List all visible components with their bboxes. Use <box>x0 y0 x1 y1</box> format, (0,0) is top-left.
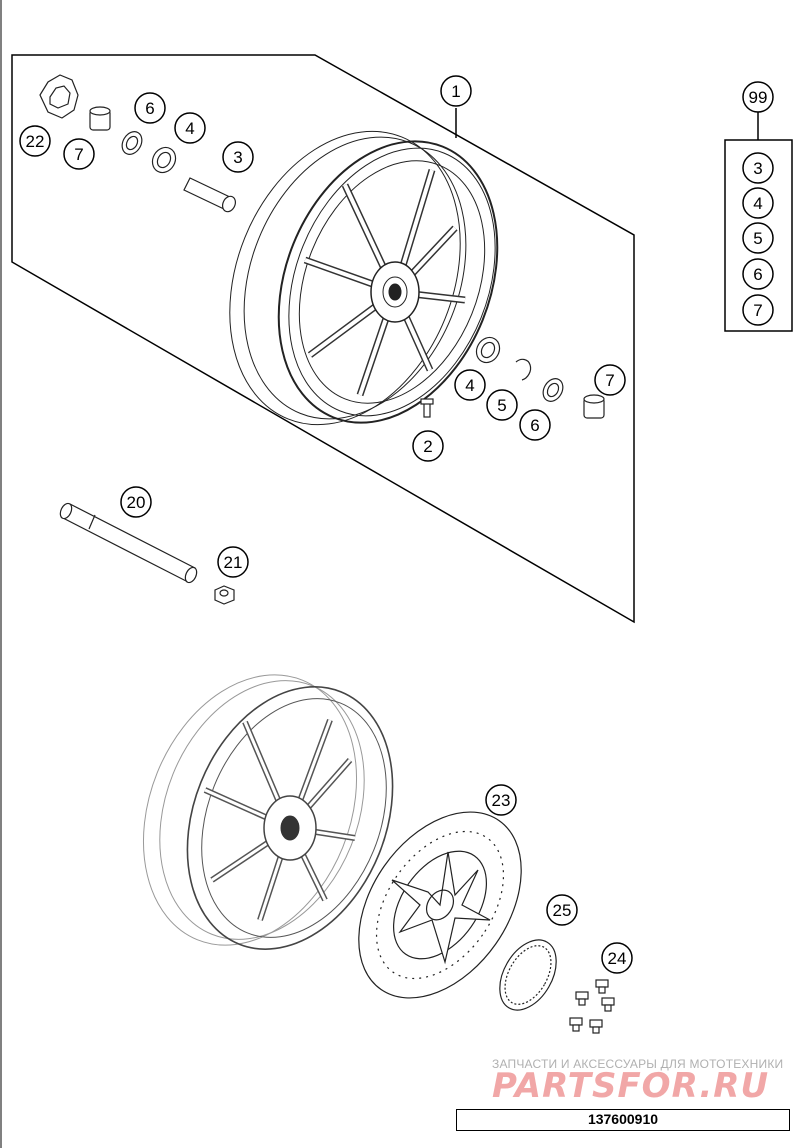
bearing-left <box>151 146 177 174</box>
callout-label-c6a: 6 <box>145 99 154 118</box>
spacer-right <box>583 394 605 419</box>
watermark-subtitle: ЗАПЧАСТИ И АКСЕССУАРЫ ДЛЯ МОТОТЕХНИКИ <box>492 1057 784 1071</box>
callout-label-c3: 3 <box>233 148 242 167</box>
callout-label-c21: 21 <box>224 553 243 572</box>
callout-kit-4: 7 <box>742 294 774 326</box>
callout-c25: 25 <box>546 894 578 926</box>
callout-c6a: 6 <box>134 92 166 124</box>
seal-ring-right <box>542 378 564 402</box>
collar-nut <box>214 585 235 605</box>
callout-label-kit-4: 7 <box>753 301 762 320</box>
callout-kit-1: 4 <box>742 187 774 219</box>
callout-kit-0: 3 <box>742 152 774 184</box>
callout-label-kit-3: 6 <box>753 265 762 284</box>
callout-label-c23: 23 <box>492 791 511 810</box>
callout-c2: 2 <box>412 430 444 462</box>
bearing-right <box>475 336 501 364</box>
abs-sensor-ring <box>39 74 79 119</box>
callout-c6b: 6 <box>519 409 551 441</box>
seal-ring-left <box>121 131 143 155</box>
callout-c99: 99 <box>742 81 774 113</box>
callout-label-c7b: 7 <box>605 371 614 390</box>
callout-label-c25: 25 <box>553 901 572 920</box>
callout-c4a: 4 <box>174 112 206 144</box>
wheel-lower <box>142 674 394 950</box>
callout-c3: 3 <box>222 141 254 173</box>
callout-c24: 24 <box>601 942 633 974</box>
valve <box>420 398 434 418</box>
callout-label-kit-0: 3 <box>753 159 762 178</box>
callout-c1: 1 <box>440 75 472 107</box>
callout-label-c20: 20 <box>127 493 146 512</box>
wheel-assembly <box>229 130 499 426</box>
callout-c7a: 7 <box>63 138 95 170</box>
callout-label-c1: 1 <box>451 82 460 101</box>
callout-label-kit-1: 4 <box>753 194 762 213</box>
brake-disc <box>358 811 522 999</box>
callout-c7b: 7 <box>594 364 626 396</box>
callout-label-c5: 5 <box>497 396 506 415</box>
callout-kit-3: 6 <box>742 258 774 290</box>
distance-sleeve <box>183 177 237 213</box>
callout-label-c22: 22 <box>26 132 45 151</box>
callout-label-c6b: 6 <box>530 416 539 435</box>
callout-c4b: 4 <box>454 369 486 401</box>
callout-c22: 22 <box>19 125 51 157</box>
callout-label-c99: 99 <box>749 88 768 107</box>
disc-screws <box>569 979 615 1034</box>
callout-label-kit-2: 5 <box>753 229 762 248</box>
callout-label-c4a: 4 <box>185 119 194 138</box>
callout-label-c7a: 7 <box>74 145 83 164</box>
assembly-outline <box>11 54 635 624</box>
sensor-wheel <box>499 939 557 1011</box>
callout-c21: 21 <box>217 546 249 578</box>
callout-c23: 23 <box>485 784 517 816</box>
circlip <box>515 358 532 381</box>
callout-c20: 20 <box>120 486 152 518</box>
callout-kit-2: 5 <box>742 222 774 254</box>
callout-label-c24: 24 <box>608 949 627 968</box>
callout-label-c4b: 4 <box>465 376 474 395</box>
document-number: 137600910 <box>456 1109 790 1131</box>
wheel-spindle <box>59 502 198 584</box>
watermark-brand: PARTSFOR.RU <box>492 1066 770 1106</box>
callout-c5: 5 <box>486 389 518 421</box>
callout-label-c2: 2 <box>423 437 432 456</box>
spacer-left <box>89 106 111 131</box>
